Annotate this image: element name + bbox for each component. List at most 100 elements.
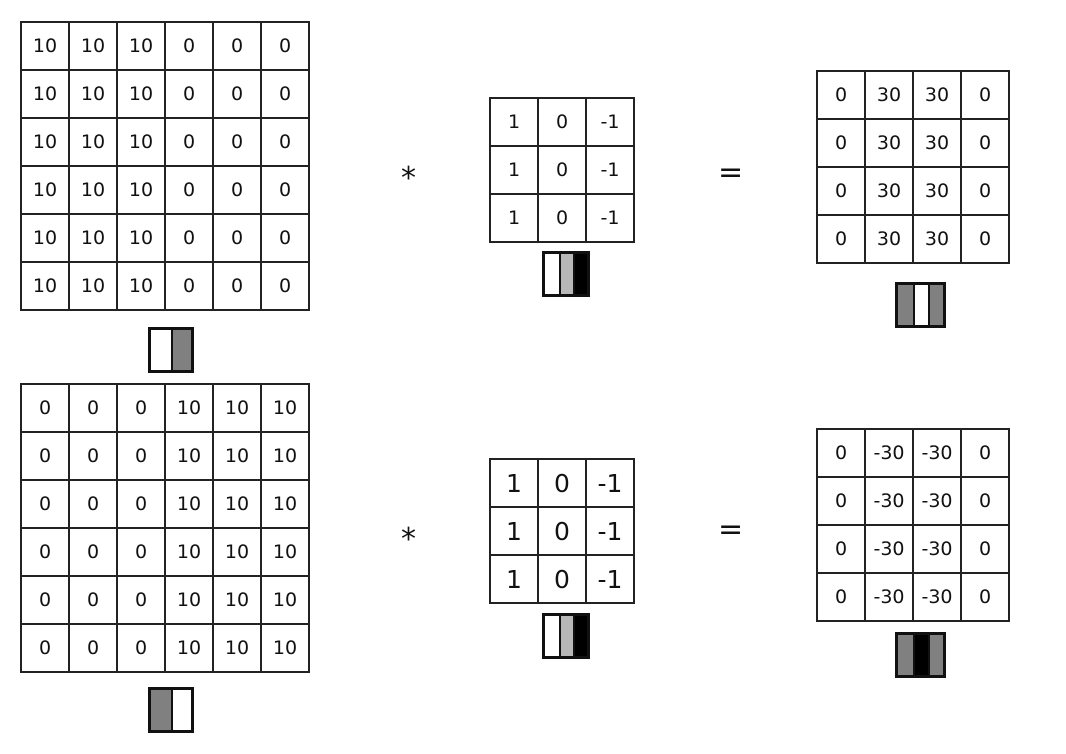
output-cell: 30 [864,214,914,264]
kernel-cell: -1 [585,506,635,556]
swatch-segment [559,616,573,656]
input-cell: 0 [116,623,166,673]
input-cell: 0 [116,383,166,433]
input-cell: 0 [20,383,70,433]
output-cell: -30 [864,476,914,526]
kernel-cell: 0 [537,145,587,195]
swatch-segment [928,635,943,675]
output-cell: 0 [960,476,1010,526]
input-cell: 0 [20,575,70,625]
input-cell: 0 [260,117,310,167]
input-cell: 0 [68,527,118,577]
output-cell: -30 [912,428,962,478]
equals-operator-1: = [718,155,744,190]
input-cell: 10 [116,69,166,119]
input-cell: 10 [260,575,310,625]
kernel-cell: 1 [489,145,539,195]
output-cell: 0 [960,524,1010,574]
kernel-cell: 1 [489,97,539,147]
output-cell: 30 [912,70,962,120]
output-cell: -30 [864,524,914,574]
output-cell: 30 [864,70,914,120]
input-cell: 0 [212,261,262,311]
kernel-cell: 0 [537,97,587,147]
kernel-cell: 1 [489,193,539,243]
swatch-segment [573,254,587,294]
output-cell: 0 [960,166,1010,216]
output-intensity-swatch-1 [895,282,946,328]
input-cell: 0 [260,165,310,215]
output-cell: -30 [864,428,914,478]
input-cell: 0 [260,261,310,311]
input-cell: 0 [68,431,118,481]
input-intensity-swatch-2 [148,687,194,733]
input-cell: 10 [164,431,214,481]
input-cell: 0 [68,479,118,529]
output-cell: -30 [912,572,962,622]
input-cell: 10 [116,165,166,215]
input-cell: 10 [68,261,118,311]
input-cell: 10 [68,165,118,215]
input-cell: 0 [20,527,70,577]
output-cell: 0 [960,428,1010,478]
input-cell: 10 [212,431,262,481]
input-cell: 0 [212,21,262,71]
output-cell: 0 [816,70,866,120]
input-cell: 10 [164,383,214,433]
swatch-segment [913,285,928,325]
output-cell: 30 [864,118,914,168]
swatch-segment [151,330,171,370]
output-cell: 0 [816,118,866,168]
input-cell: 10 [68,69,118,119]
kernel-cell: -1 [585,97,635,147]
kernel-cell: -1 [585,458,635,508]
swatch-segment [171,690,191,730]
kernel-cell: -1 [585,145,635,195]
input-cell: 0 [212,117,262,167]
input-cell: 10 [212,575,262,625]
output-cell: 0 [960,70,1010,120]
input-cell: 0 [20,479,70,529]
input-cell: 10 [116,21,166,71]
kernel-cell: 0 [537,458,587,508]
kernel-cell: 0 [537,506,587,556]
input-cell: 10 [164,623,214,673]
input-cell: 10 [164,527,214,577]
input-cell: 10 [164,575,214,625]
input-cell: 10 [212,623,262,673]
input-cell: 10 [260,431,310,481]
input-cell: 10 [20,21,70,71]
equals-operator-2: = [718,512,744,547]
input-cell: 0 [212,165,262,215]
input-cell: 10 [260,527,310,577]
input-cell: 10 [260,623,310,673]
swatch-segment [545,254,559,294]
input-cell: 10 [212,527,262,577]
input-cell: 10 [260,383,310,433]
swatch-segment [573,616,587,656]
kernel-cell: 0 [537,554,587,604]
